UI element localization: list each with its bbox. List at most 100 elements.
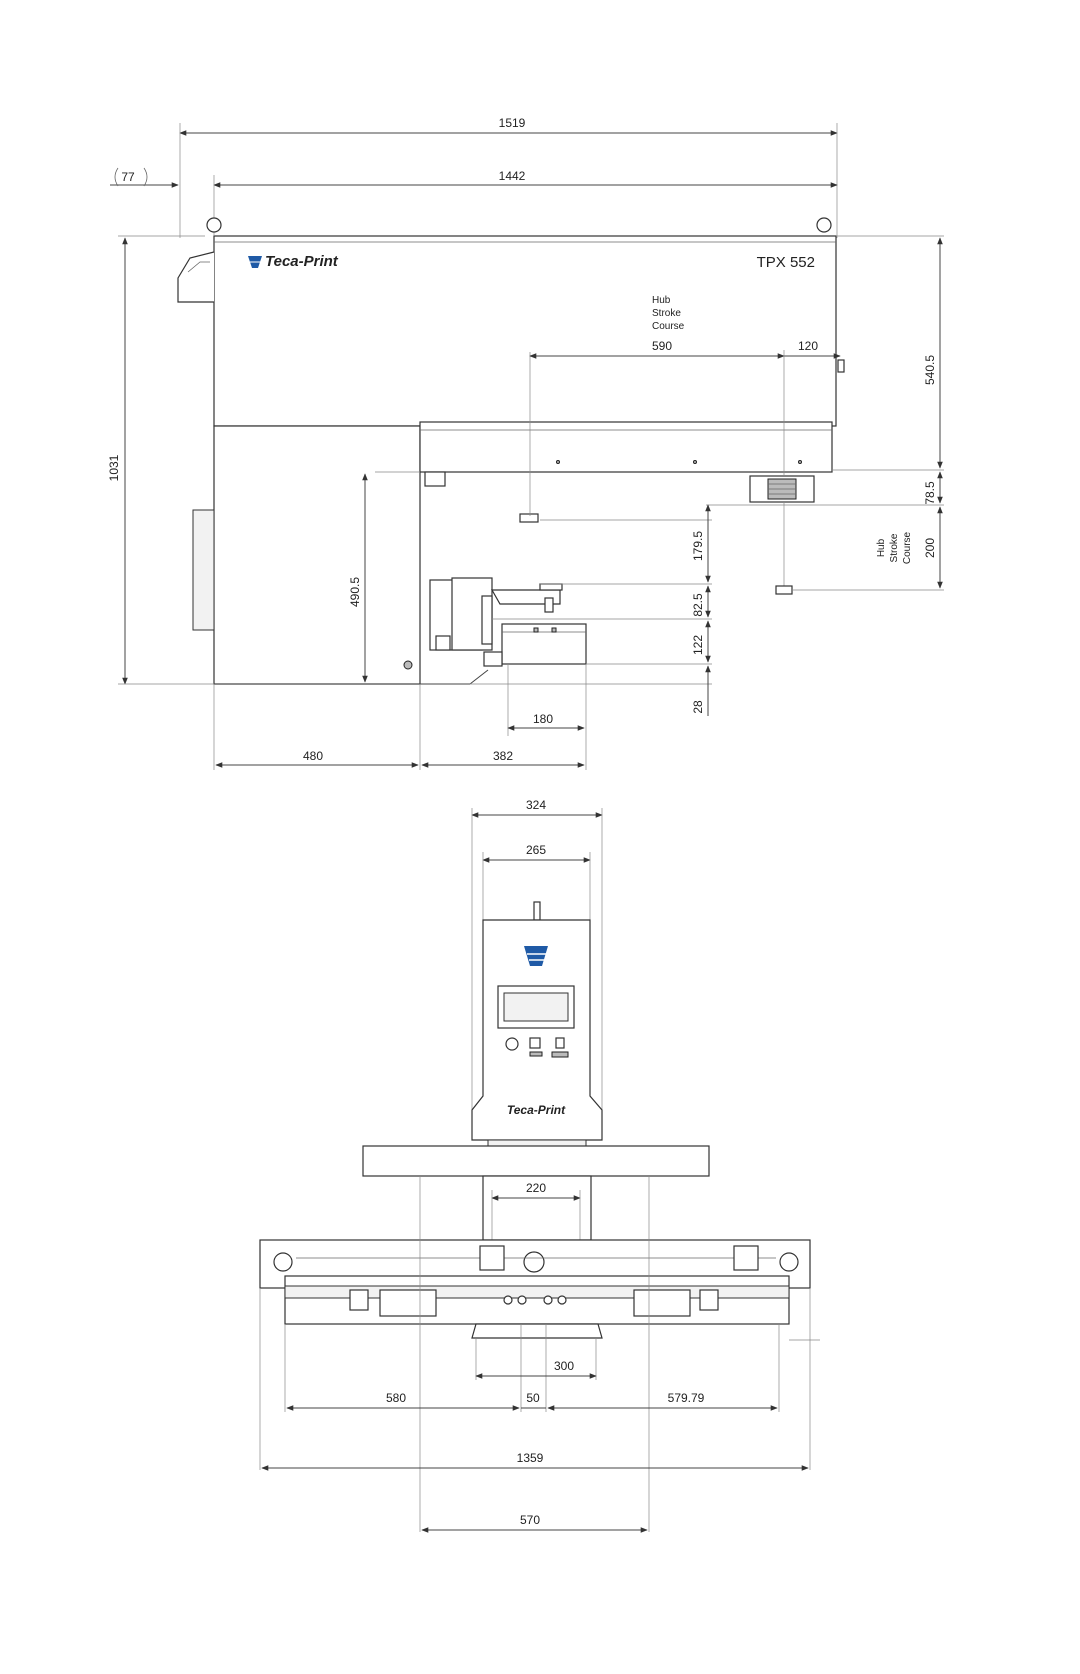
pad-lower-right [775, 585, 793, 595]
dim-28: 28 [691, 665, 711, 716]
dim-label-220: 220 [526, 1181, 546, 1195]
rail-wheel-right [779, 1252, 799, 1272]
emergency-button[interactable] [555, 1037, 565, 1049]
dim-label-570: 570 [520, 1513, 540, 1527]
dim-1442: 1442 [213, 169, 838, 235]
dim-label-122: 122 [691, 635, 705, 655]
dim-label-300: 300 [554, 1359, 574, 1373]
pad-holder-right [733, 1245, 759, 1271]
dim-480: 480 [215, 749, 419, 768]
dim-label-77: 77 [121, 170, 135, 184]
dim-120: 120 [783, 339, 841, 476]
dim-label-324: 324 [526, 798, 546, 812]
pad-assembly-right [749, 475, 815, 503]
dim-265: 265 [482, 843, 591, 920]
dim-50: 50 [521, 1391, 546, 1409]
dim-label-265: 265 [526, 843, 546, 857]
fixture-right [633, 1289, 691, 1317]
clamp-left [349, 1289, 369, 1311]
svg-text:Stroke: Stroke [652, 308, 681, 319]
pad-holder-left [479, 1245, 505, 1271]
dim-200: 200 [923, 506, 943, 589]
svg-text:Course: Course [652, 321, 685, 332]
dim-78-5: 78.5 [923, 471, 943, 505]
fixture-left [379, 1289, 437, 1317]
center-pulley [523, 1251, 545, 1273]
side-handle [177, 251, 215, 303]
dim-label-540-5: 540.5 [923, 355, 937, 385]
indicator-2 [551, 1051, 569, 1058]
front-view: 324 265 Teca-Print 220 [259, 798, 820, 1533]
cliche-unit [429, 577, 587, 667]
base-foot [471, 1323, 603, 1339]
dim-label-200: 200 [923, 538, 937, 558]
dim-300: 300 [475, 1359, 597, 1379]
top-knob [533, 901, 541, 921]
dim-382: 382 [421, 749, 585, 768]
svg-text:Stroke: Stroke [889, 533, 900, 562]
dim-1031: 1031 [107, 235, 214, 685]
display-screen [503, 992, 569, 1022]
brand-name-side: Teca-Print [265, 253, 339, 270]
dim-label-580: 580 [386, 1391, 406, 1405]
dim-label-1442: 1442 [499, 169, 526, 183]
dim-label-590: 590 [652, 339, 672, 353]
dim-324: 324 [471, 798, 603, 1140]
dim-label-179-5: 179.5 [691, 531, 705, 561]
svg-text:Hub: Hub [652, 295, 671, 306]
stroke-label-horizontal: Hub Stroke Course [652, 295, 685, 332]
dim-590: 590 [529, 339, 785, 359]
arm-bracket [424, 471, 446, 487]
teca-logo-mark [524, 946, 548, 966]
dim-580: 580 [286, 1391, 520, 1411]
dim-82-5: 82.5 [691, 585, 711, 618]
dim-579-79: 579.79 [547, 1391, 778, 1411]
mounting-plate [362, 1145, 710, 1177]
side-panel [192, 509, 215, 631]
dim-540-5: 540.5 [923, 237, 943, 469]
indicator [529, 1051, 543, 1057]
svg-text:Hub: Hub [876, 538, 887, 557]
dim-label-579-79: 579.79 [668, 1391, 705, 1405]
stroke-arm [419, 421, 833, 473]
machine-front-housing [471, 919, 603, 1141]
dim-label-1519: 1519 [499, 116, 526, 130]
rail-wheel-left [273, 1252, 293, 1272]
dim-label-28: 28 [691, 700, 705, 714]
svg-text:Course: Course [902, 531, 913, 564]
machine-column [213, 425, 421, 685]
dim-490-5: 490.5 [348, 473, 368, 683]
machine-upper-housing [213, 235, 837, 427]
dim-570: 570 [421, 1513, 648, 1533]
foot-bolt [403, 660, 413, 670]
base-strip [487, 1139, 587, 1147]
dim-220: 220 [491, 1181, 581, 1201]
dim-label-1031: 1031 [107, 454, 121, 481]
dim-122: 122 [691, 620, 711, 663]
dim-label-82-5: 82.5 [691, 593, 705, 617]
dim-label-480: 480 [303, 749, 323, 763]
teca-print-logo-side: Teca-Print [248, 253, 339, 270]
clamp-right [699, 1289, 719, 1311]
dim-1359: 1359 [261, 1451, 809, 1471]
dim-label-1359: 1359 [517, 1451, 544, 1465]
main-switch[interactable] [505, 1037, 519, 1051]
stroke-label-vertical: Hub Stroke Course [876, 531, 913, 564]
dim-label-180: 180 [533, 712, 553, 726]
dim-179-5: 179.5 [691, 504, 711, 583]
model-label: TPX 552 [757, 254, 815, 271]
pad-mid [519, 513, 539, 523]
arm-stop [837, 359, 845, 373]
lower-column [482, 1175, 592, 1241]
dim-label-78-5: 78.5 [923, 481, 937, 505]
dim-label-490-5: 490.5 [348, 577, 362, 607]
dim-label-50: 50 [526, 1391, 540, 1405]
dim-1519: 1519 [179, 116, 838, 238]
control-button[interactable] [529, 1037, 541, 1049]
dim-77: 77 [110, 167, 179, 188]
brand-name-front: Teca-Print [507, 1103, 566, 1117]
side-view: 1519 77 1442 Teca-Print TPX 552 [107, 116, 944, 770]
dim-180: 180 [507, 712, 585, 731]
lifting-eye-left [206, 217, 222, 233]
